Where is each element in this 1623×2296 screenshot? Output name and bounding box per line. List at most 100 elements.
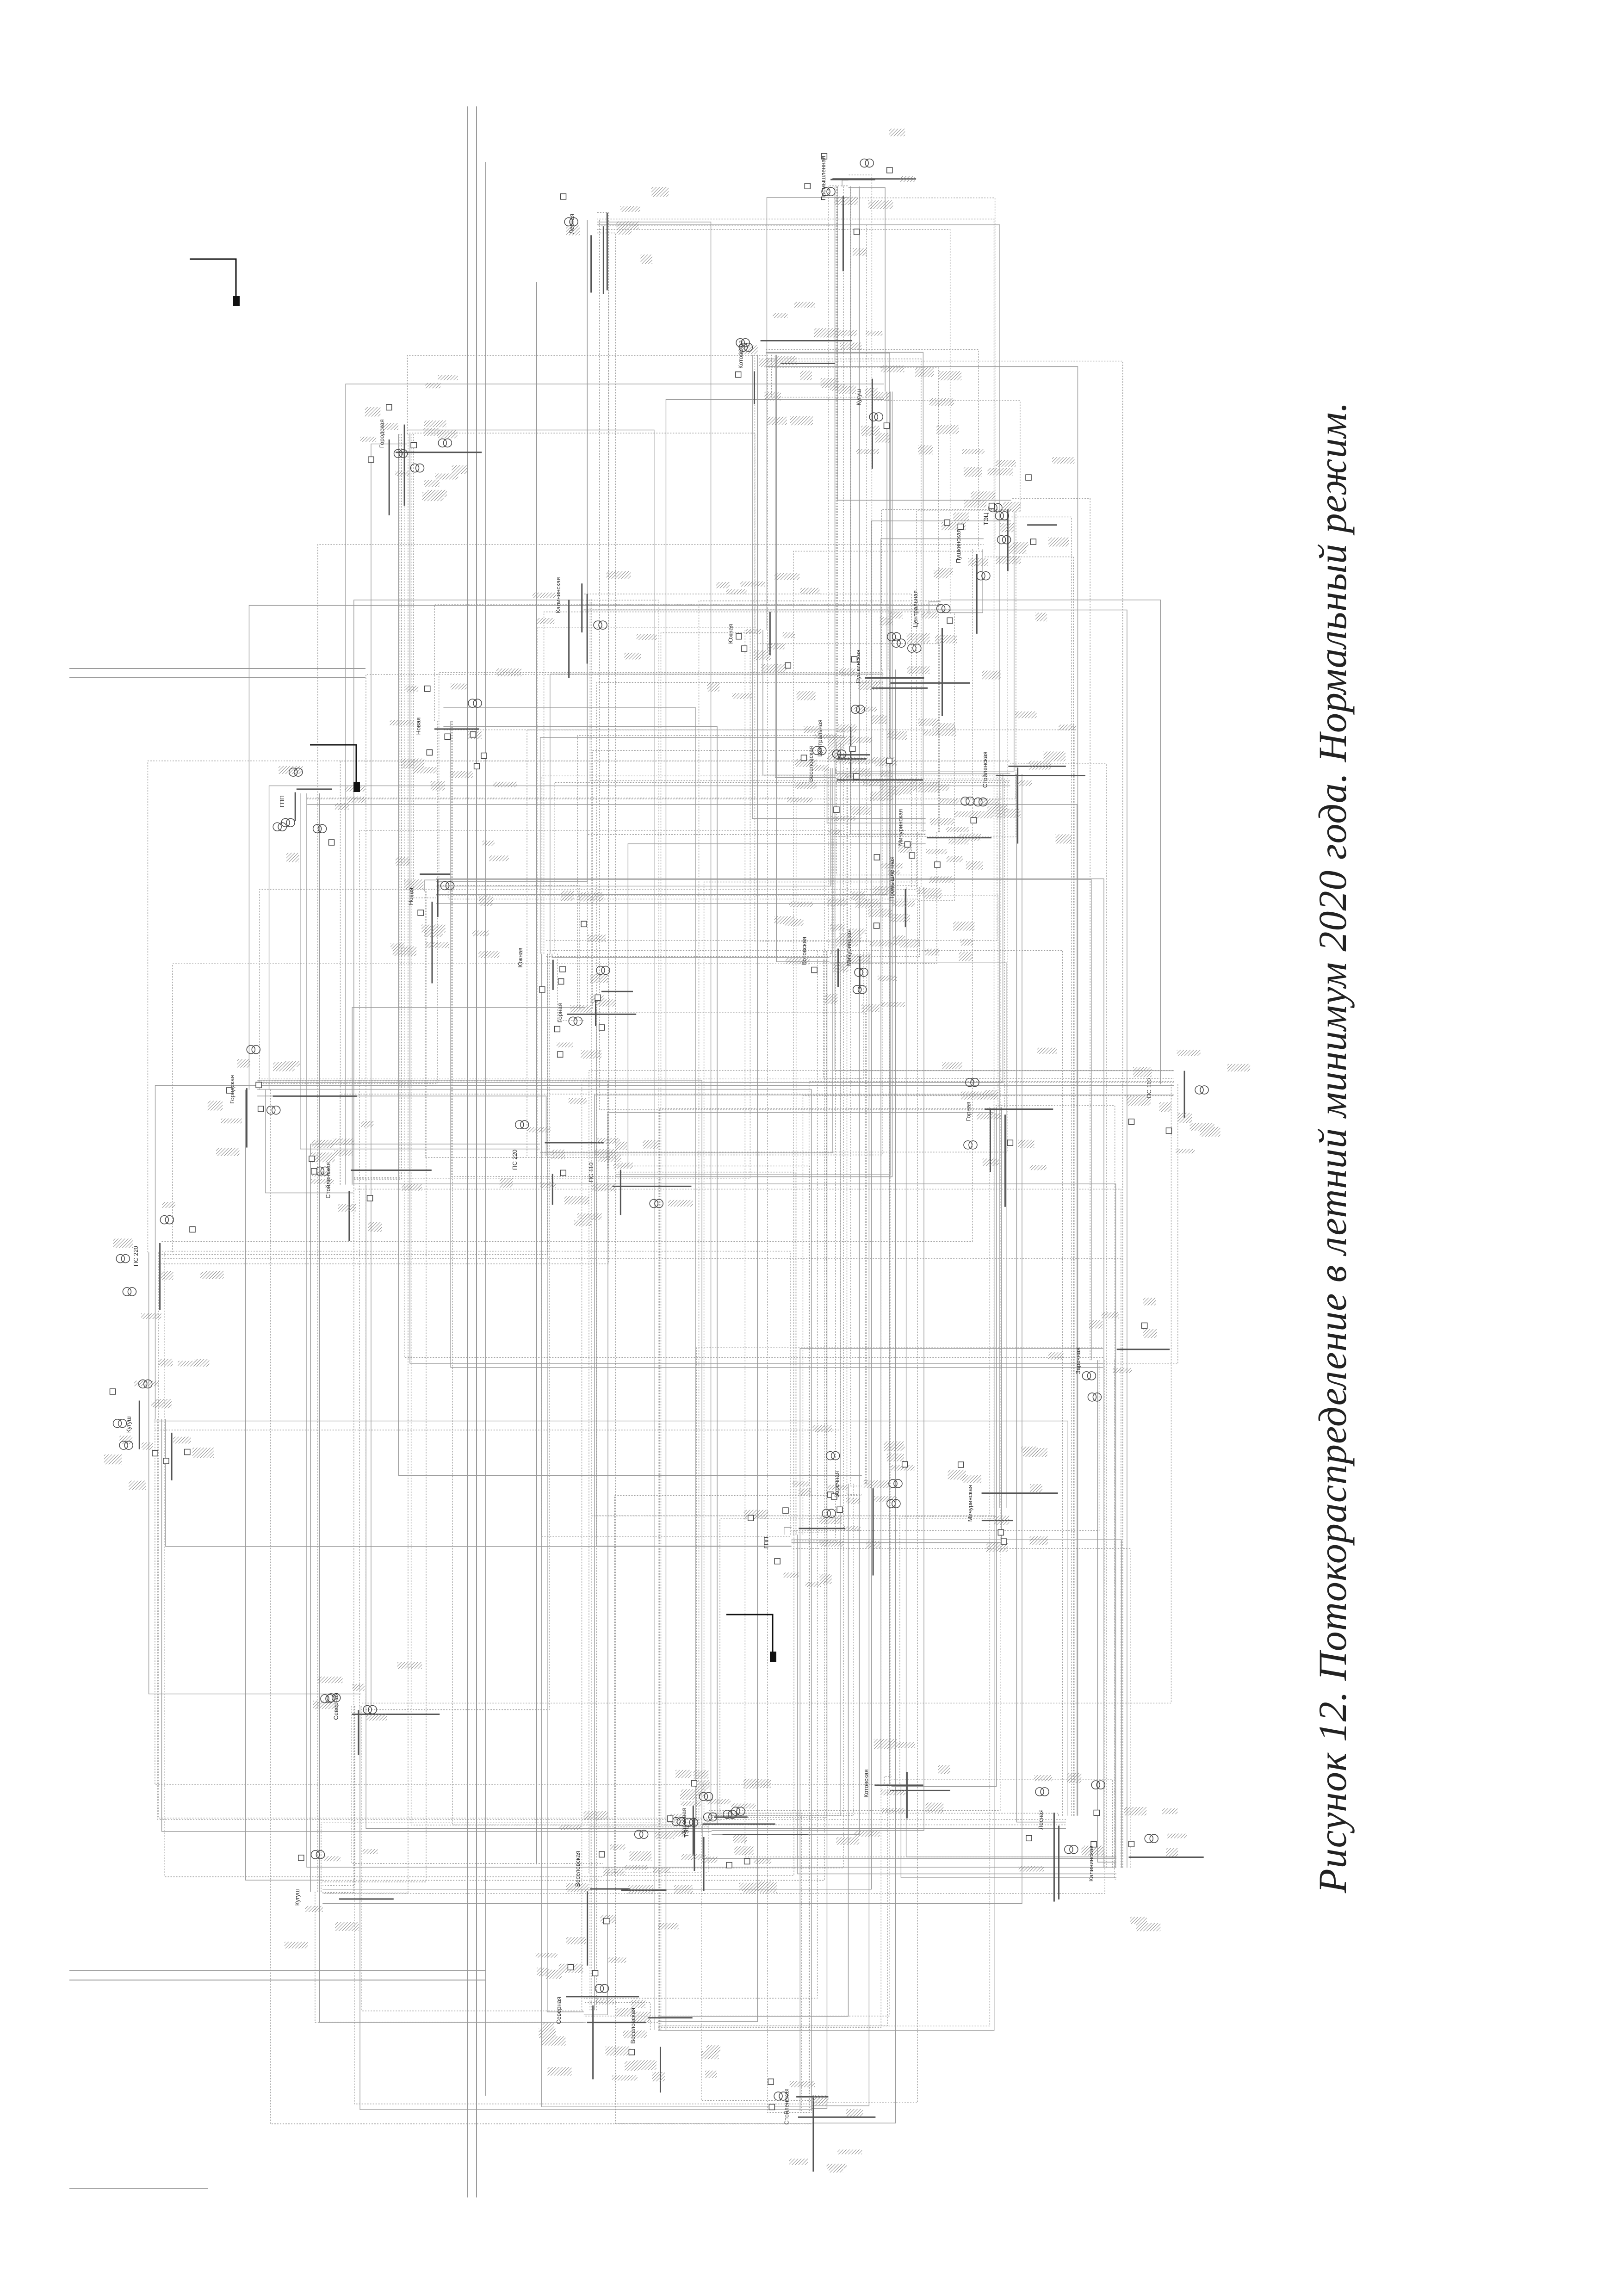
node-label: Веселовская	[574, 1851, 581, 1887]
feeder-line	[831, 834, 926, 951]
load-mark	[311, 1152, 335, 1163]
load-mark	[1043, 751, 1066, 761]
transformer-icon	[817, 746, 827, 755]
load-mark	[819, 1574, 832, 1584]
feeder-line	[353, 1188, 1121, 1868]
load-mark	[796, 691, 816, 700]
feeder-line	[547, 953, 584, 2012]
feeder-line	[660, 632, 756, 2030]
transformer-icon	[122, 1287, 132, 1296]
load-mark	[840, 342, 862, 350]
transformer-icon	[1035, 1787, 1044, 1796]
load-mark	[873, 1739, 897, 1749]
load-mark	[831, 816, 856, 821]
load-mark	[851, 891, 865, 900]
feeder-line	[438, 672, 884, 891]
load-mark	[1052, 457, 1075, 464]
breaker-icon	[741, 645, 748, 652]
load-mark	[865, 902, 882, 908]
load-mark	[597, 1138, 620, 1144]
transformer-icon	[601, 965, 610, 975]
load-mark	[973, 811, 994, 818]
load-mark	[929, 818, 954, 825]
feeder-line	[658, 1783, 888, 2026]
load-mark	[795, 759, 817, 767]
load-mark	[311, 1139, 334, 1148]
transformer-icon	[288, 767, 298, 777]
breaker-icon	[628, 2049, 635, 2055]
generator-line	[726, 1614, 774, 1652]
transformer-icon	[887, 632, 896, 642]
feeder-line	[658, 1107, 995, 2031]
load-mark	[632, 2060, 657, 2070]
load-mark	[681, 1854, 706, 1860]
load-mark	[959, 952, 973, 961]
node-label: ПС 220	[511, 1150, 518, 1170]
load-mark	[887, 870, 900, 875]
load-mark	[962, 1475, 982, 1483]
transformer-icon	[963, 1140, 973, 1150]
feeder-line	[941, 549, 983, 613]
breaker-icon	[481, 752, 487, 759]
transformer-icon	[293, 767, 303, 777]
feeder-line	[1097, 1360, 1117, 1863]
load-mark	[603, 1869, 625, 1875]
feeder-line	[783, 1527, 792, 1535]
load-mark	[1018, 1139, 1035, 1149]
load-mark	[874, 1496, 897, 1502]
node-label: Промышленная	[888, 856, 895, 901]
transformer-icon	[443, 438, 452, 448]
transformer-icon	[731, 1807, 740, 1816]
load-mark	[568, 1098, 588, 1104]
load-mark	[804, 726, 820, 734]
load-mark	[701, 2050, 719, 2060]
load-mark	[935, 635, 957, 644]
feeder-line	[425, 891, 616, 1158]
transformer-icon	[515, 1120, 524, 1129]
transformer-icon	[865, 158, 874, 168]
load-mark	[430, 781, 445, 791]
load-mark	[200, 1271, 221, 1279]
load-mark	[613, 1163, 633, 1169]
feeder-line	[265, 1089, 353, 1194]
feeder-line	[808, 1081, 1174, 2111]
breaker-icon	[560, 1170, 566, 1176]
transformer-icon	[320, 1166, 330, 1176]
load-mark	[923, 730, 940, 736]
load-mark	[624, 1865, 648, 1870]
single-line-diagram: ВеселовскаяСтойленскаяЗаречнаяКугушКотов…	[69, 106, 1251, 2197]
feeder-line	[161, 953, 548, 1255]
feeder-line	[257, 1080, 702, 1824]
load-mark	[559, 1825, 581, 1830]
bus-bars	[138, 178, 1204, 2172]
feeder-line	[983, 556, 1074, 1816]
node-label: Кугуш	[125, 1416, 132, 1433]
load-mark	[577, 1213, 602, 1220]
load-mark	[334, 1150, 353, 1156]
load-mark	[1015, 711, 1037, 718]
feeder-line	[321, 1821, 712, 1892]
transformer-icon	[976, 571, 985, 581]
feeder-line	[826, 768, 926, 823]
feeder-line	[848, 198, 996, 550]
load-mark	[640, 254, 652, 264]
breaker-icon	[109, 1388, 116, 1395]
breaker-icon	[599, 1024, 605, 1031]
breaker-icon	[743, 1858, 750, 1865]
load-mark	[836, 1837, 860, 1845]
transformer-icon	[936, 604, 946, 613]
feeder-line	[836, 778, 1005, 1108]
transformer-icon	[119, 1441, 128, 1450]
feeder-line	[447, 891, 917, 900]
load-mark	[829, 829, 841, 835]
node-label: Стойленская	[982, 752, 989, 788]
breaker-icon	[853, 773, 860, 780]
node-label: ПС 110	[1146, 1078, 1152, 1098]
transformer-icon	[892, 632, 901, 642]
load-mark	[612, 2075, 638, 2081]
transformer-icon	[874, 412, 884, 421]
load-mark	[880, 617, 893, 625]
node-label: Калининская	[1088, 1845, 1095, 1881]
feeder-line	[270, 1089, 812, 2124]
load-mark	[305, 1906, 323, 1912]
